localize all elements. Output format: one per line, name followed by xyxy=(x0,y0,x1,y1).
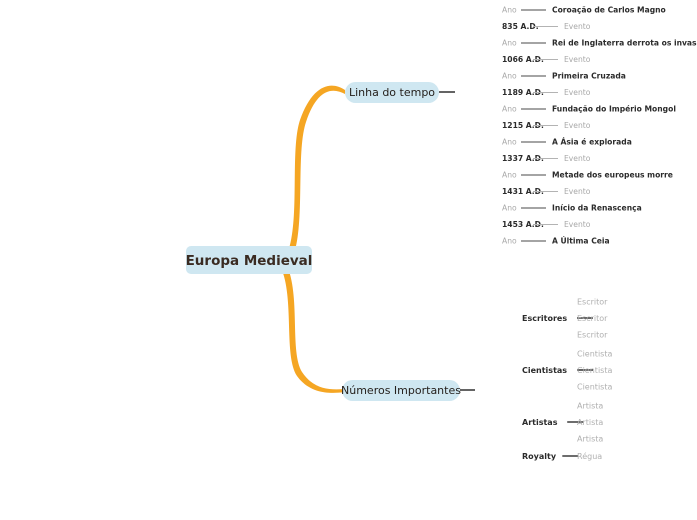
timeline-row-year: Ano xyxy=(502,39,517,48)
timeline-row-event: Evento xyxy=(564,187,591,196)
timeline-row-event: Fundação do Império Mongol xyxy=(552,105,676,114)
people-leaf-label: Artista xyxy=(577,418,603,427)
timeline-fan-line xyxy=(456,92,496,206)
timeline-fan-line xyxy=(456,57,496,92)
timeline-row[interactable]: Ano A Ásia é explorada xyxy=(502,138,632,147)
root-node-pill xyxy=(186,246,312,274)
timeline-row-event: Evento xyxy=(564,88,591,97)
timeline-row[interactable]: Ano Rei de Inglaterra derrota os invasore… xyxy=(502,39,697,48)
people-fan-line xyxy=(476,390,518,456)
timeline-row-year: 1431 A.D. xyxy=(502,187,544,196)
branch-numeros-importantes[interactable]: Números Importantes xyxy=(341,380,475,401)
root-node-label: Europa Medieval xyxy=(186,253,313,269)
timeline-row-event: Evento xyxy=(564,55,591,64)
people-fan-line xyxy=(476,370,518,390)
timeline-row-event: A Última Ceia xyxy=(552,237,610,246)
timeline-row[interactable]: Ano Primeira Cruzada xyxy=(502,72,626,81)
people-leaf-label: Escritor xyxy=(577,330,608,339)
timeline-row[interactable]: Ano Início da Renascença xyxy=(502,204,642,213)
timeline-row-year: 1453 A.D. xyxy=(502,220,544,229)
timeline-row[interactable]: Ano Metade dos europeus morre xyxy=(502,171,673,180)
branch-curve-linha-do-tempo xyxy=(288,85,345,254)
people-leaf-label: Cientista xyxy=(577,366,612,375)
timeline-row-year: 1337 A.D. xyxy=(502,154,544,163)
branch-curve-numeros-importantes xyxy=(282,268,345,393)
timeline-row-year: 1066 A.D. xyxy=(502,55,544,64)
timeline-fan-line xyxy=(456,92,496,123)
timeline-row[interactable]: 1066 A.D. Evento xyxy=(502,55,591,64)
people-groups: EscritoresEscritorEscritorEscritorCienti… xyxy=(522,297,612,461)
timeline-fan-line xyxy=(456,92,496,107)
root-node[interactable]: Europa Medieval xyxy=(186,246,313,274)
timeline-fan-line xyxy=(456,24,496,92)
timeline-fan-line xyxy=(456,41,496,93)
timeline-row-event: Primeira Cruzada xyxy=(552,72,626,81)
people-fan-line xyxy=(476,318,518,390)
timeline-fan-line xyxy=(456,74,496,93)
timeline-fan-line xyxy=(456,90,496,92)
timeline-row-year: Ano xyxy=(502,138,517,147)
people-leaf-label: Cientista xyxy=(577,382,612,391)
people-group-label: Royalty xyxy=(522,452,557,461)
timeline-row-year: Ano xyxy=(502,105,517,114)
people-group-label: Artistas xyxy=(522,418,558,427)
timeline-row[interactable]: 1189 A.D. Evento xyxy=(502,88,591,97)
timeline-row[interactable]: 835 A.D. Evento xyxy=(502,22,591,31)
timeline-fan-line xyxy=(456,8,496,93)
timeline-row-event: Evento xyxy=(564,220,591,229)
people-leaf-label: Cientista xyxy=(577,349,612,358)
timeline-row[interactable]: Ano Fundação do Império Mongol xyxy=(502,105,676,114)
branch-node-label-numeros-importantes: Números Importantes xyxy=(341,384,461,397)
timeline-row-event: Evento xyxy=(564,154,591,163)
timeline-fan-line xyxy=(456,92,496,173)
timeline-row-year: 835 A.D. xyxy=(502,22,539,31)
people-leaf-label: Artista xyxy=(577,434,603,443)
timeline-fan-line xyxy=(456,92,496,156)
timeline-row-event: Metade dos europeus morre xyxy=(552,171,673,180)
people-leaf-label: Artista xyxy=(577,401,603,410)
branch-linha-do-tempo[interactable]: Linha do tempo xyxy=(345,82,455,103)
timeline-fan-line xyxy=(456,92,496,189)
people-fan-lines xyxy=(476,318,518,456)
timeline-row[interactable]: 1453 A.D. Evento xyxy=(502,220,591,229)
timeline-row-year: Ano xyxy=(502,171,517,180)
people-leaf-label: Escritor xyxy=(577,314,608,323)
timeline-row[interactable]: Ano A Última Ceia xyxy=(502,237,610,246)
timeline-row-event: Início da Renascença xyxy=(552,204,642,213)
timeline-rows: Ano Coroação de Carlos Magno 835 A.D. Event… xyxy=(502,6,697,246)
timeline-row-year: Ano xyxy=(502,237,517,246)
timeline-row-event: Evento xyxy=(564,121,591,130)
timeline-fan-line xyxy=(456,92,496,140)
timeline-row-event: Evento xyxy=(564,22,591,31)
people-leaf-label: Régua xyxy=(577,451,602,461)
timeline-row-event: Rei de Inglaterra derrota os invasores xyxy=(552,39,697,48)
branch-node-pill-linha-do-tempo xyxy=(345,82,439,103)
timeline-row-year: Ano xyxy=(502,6,517,15)
branch-node-pill-numeros-importantes xyxy=(342,380,460,401)
timeline-row[interactable]: 1337 A.D. Evento xyxy=(502,154,591,163)
timeline-fan-lines xyxy=(456,8,496,239)
timeline-row[interactable]: 1215 A.D. Evento xyxy=(502,121,591,130)
people-group-label: Escritores xyxy=(522,314,567,323)
timeline-row[interactable]: 1431 A.D. Evento xyxy=(502,187,591,196)
timeline-row-year: 1189 A.D. xyxy=(502,88,544,97)
timeline-row-year: Ano xyxy=(502,204,517,213)
timeline-row-year: Ano xyxy=(502,72,517,81)
timeline-row-event: A Ásia é explorada xyxy=(552,138,632,147)
people-leaf-label: Escritor xyxy=(577,297,608,306)
people-group-label: Cientistas xyxy=(522,366,567,375)
main-branch-connectors xyxy=(282,85,345,393)
timeline-row-event: Coroação de Carlos Magno xyxy=(552,6,666,15)
people-group[interactable]: Royalty Régua xyxy=(522,451,602,461)
timeline-fan-line xyxy=(456,92,496,239)
people-fan-line xyxy=(476,390,518,422)
timeline-fan-line xyxy=(456,92,496,222)
timeline-row[interactable]: Ano Coroação de Carlos Magno xyxy=(502,6,666,15)
branch-node-label-linha-do-tempo: Linha do tempo xyxy=(349,86,435,99)
timeline-row-year: 1215 A.D. xyxy=(502,121,544,130)
